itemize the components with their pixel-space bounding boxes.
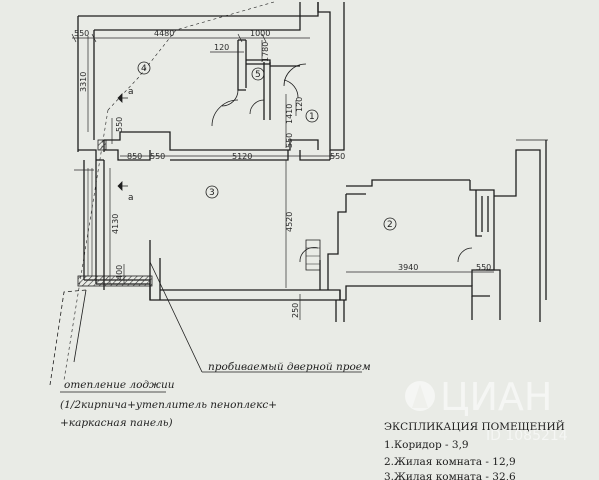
loggia-note-line-2: (1/2кирпича+утеплитель пеноплекс+ — [60, 399, 277, 411]
room-markers — [137, 61, 397, 231]
dim-400: 400 — [115, 265, 124, 280]
dimension-lines — [71, 33, 494, 320]
section-mark-a-top: a — [128, 87, 134, 97]
watermark-id: ID 1085214 — [486, 428, 568, 444]
section-mark-a-bottom: a — [128, 193, 134, 203]
dim-550-room2: 550 — [476, 263, 491, 272]
dim-top-span: 4480 — [154, 29, 174, 38]
explication-item-3: 3.Жилая комната - 32,6 — [384, 471, 516, 480]
dim-550-mid: 550 — [150, 152, 165, 161]
dim-120-right: 120 — [295, 97, 304, 112]
explication-item-2: 2.Жилая комната - 12,9 — [384, 456, 516, 468]
dim-3940: 3940 — [398, 263, 418, 272]
dim-4130: 4130 — [111, 214, 120, 234]
dim-550-vert: 550 — [285, 133, 294, 148]
section-mark-arrows — [117, 93, 128, 191]
dim-250: 250 — [291, 303, 300, 318]
dim-top-right: 1000 — [250, 29, 270, 38]
loggia-insulation-hatch — [77, 275, 153, 287]
dim-1780: 1780 — [261, 42, 270, 62]
dim-550-right: 550 — [330, 152, 345, 161]
dim-850: 850 — [127, 152, 142, 161]
dim-top-left-wall: 550 — [74, 29, 89, 38]
walls — [77, 2, 548, 322]
explication-title: ЭКСПЛИКАЦИЯ ПОМЕЩЕНИЙ — [384, 419, 565, 433]
room-number-5: 5 — [255, 70, 261, 80]
room-number-2: 2 — [387, 220, 393, 230]
loggia-note-line-3: +каркасная панель) — [60, 417, 173, 429]
loggia-insulation-hatch-top — [97, 139, 107, 151]
loggia-note-line-1: отепление лоджии — [64, 379, 175, 391]
dim-550-left: 550 — [115, 117, 124, 132]
room-number-3: 3 — [209, 188, 215, 198]
watermark-brand: ЦИАН — [440, 375, 553, 419]
dim-3310: 3310 — [79, 72, 88, 92]
cian-logo-icon — [405, 381, 435, 411]
explication-item-1: 1.Коридор - 3,9 — [384, 439, 469, 451]
dim-4520: 4520 — [285, 212, 294, 232]
room-number-1: 1 — [309, 112, 315, 122]
leader-lines — [49, 1, 362, 393]
dim-5120: 5120 — [232, 152, 252, 161]
dim-wall-120-top: 120 — [214, 43, 229, 52]
room-number-4: 4 — [141, 64, 147, 74]
door-opening-note: пробиваемый дверной проем — [208, 361, 371, 373]
dim-1410: 1410 — [285, 104, 294, 124]
